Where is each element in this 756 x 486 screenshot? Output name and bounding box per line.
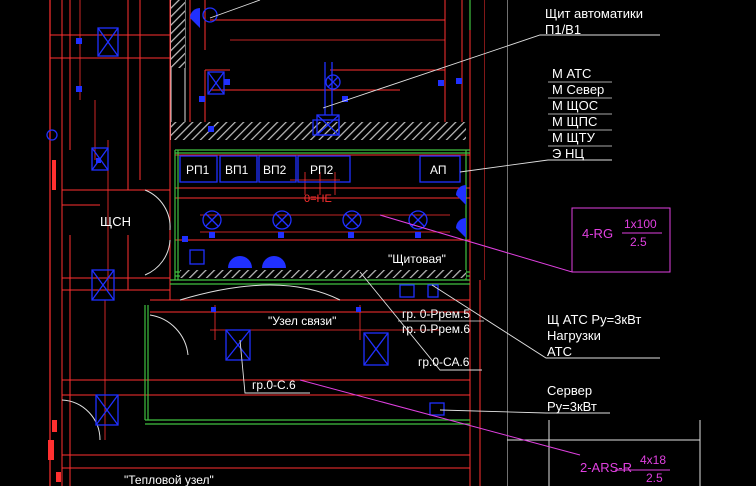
cable-tag-1-name: 4-RG xyxy=(582,226,613,241)
legend-item-2: М Север xyxy=(552,82,604,97)
cabinet-rp2 xyxy=(297,155,351,183)
labels: Щит автоматики П1/В1 М АТС М Север М ЩОС… xyxy=(100,6,666,486)
server-line-2: Ру=3кВт xyxy=(547,399,597,414)
shchsn-label: ЩСН xyxy=(100,214,131,229)
cabinet-label-ap: АП xyxy=(430,163,447,177)
luminaire-6 xyxy=(202,7,218,23)
cabinet-ap xyxy=(419,155,461,183)
server-line-1: Сервер xyxy=(547,383,592,398)
group-label-prem5: гр. 0-Ррем.5 xyxy=(402,307,470,321)
red-symbols xyxy=(48,160,61,482)
cabinet-label-vp1: ВП1 xyxy=(225,163,249,177)
cabinet-rp1 xyxy=(179,155,218,183)
cable-tag-1-bottom: 2.5 xyxy=(630,235,647,249)
cabinet-vp2 xyxy=(258,155,297,183)
cable-tag-1-top: 1x100 xyxy=(624,217,657,231)
group-label-s6: гр.0-С.6 xyxy=(252,378,296,392)
small-red-label: 0=НЕ xyxy=(304,193,332,205)
circuits xyxy=(79,0,450,440)
room-teplovoy: "Тепловой узел" xyxy=(124,473,214,486)
room-shchitovaya: "Щитовая" xyxy=(388,252,446,266)
doors xyxy=(61,189,341,441)
cable-leaders xyxy=(299,207,671,471)
x-box-4 xyxy=(225,329,251,361)
structure-lines xyxy=(170,0,701,486)
x-box-1 xyxy=(97,27,119,57)
cabinet-label-rp2: РП2 xyxy=(310,163,334,177)
cabinet-label-vp2: ВП2 xyxy=(263,163,287,177)
luminaire-2 xyxy=(272,210,292,230)
x-box-5 xyxy=(363,332,389,366)
leader-lines xyxy=(209,0,660,414)
legend-item-6: Э НЦ xyxy=(552,146,584,161)
panel-title-2: П1/В1 xyxy=(545,22,581,37)
luminaire-7 xyxy=(46,129,58,141)
group-label-sa6: гр.0-СА.6 xyxy=(418,355,470,369)
cabinet-vp1 xyxy=(219,155,258,183)
x-box-3 xyxy=(95,394,119,426)
x-box-7 xyxy=(207,71,225,95)
luminaire-5 xyxy=(325,74,341,90)
panel-title-1: Щит автоматики xyxy=(545,6,643,21)
legend-item-5: М ЩТУ xyxy=(552,130,596,145)
ats-load-line-2: Нагрузки xyxy=(547,328,601,343)
equipment-filled xyxy=(76,8,466,312)
legend-item-3: М ЩОС xyxy=(552,98,598,113)
cable-tag-2-bottom: 2.5 xyxy=(646,471,663,485)
legend-item-4: М ЩПС xyxy=(552,114,597,129)
ats-load-line-3: АТС xyxy=(547,344,572,359)
cable-tag-2-name: 2-ARS-R xyxy=(580,460,632,475)
cable-tag-2-top: 4x18 xyxy=(640,453,666,467)
cabinet-label-rp1: РП1 xyxy=(186,163,210,177)
legend-item-1: М АТС xyxy=(552,66,591,81)
luminaire-3 xyxy=(342,210,362,230)
ats-load-line-1: Щ АТС Ру=3кВт xyxy=(547,312,641,327)
luminaire-4 xyxy=(408,210,428,230)
luminaire-1 xyxy=(202,210,222,230)
x-box-2 xyxy=(91,269,115,301)
room-uzel-svyazi: "Узел связи" xyxy=(268,314,336,328)
hatched-walls xyxy=(171,0,507,486)
group-label-prem6: гр. 0-Ррем.6 xyxy=(402,322,470,336)
